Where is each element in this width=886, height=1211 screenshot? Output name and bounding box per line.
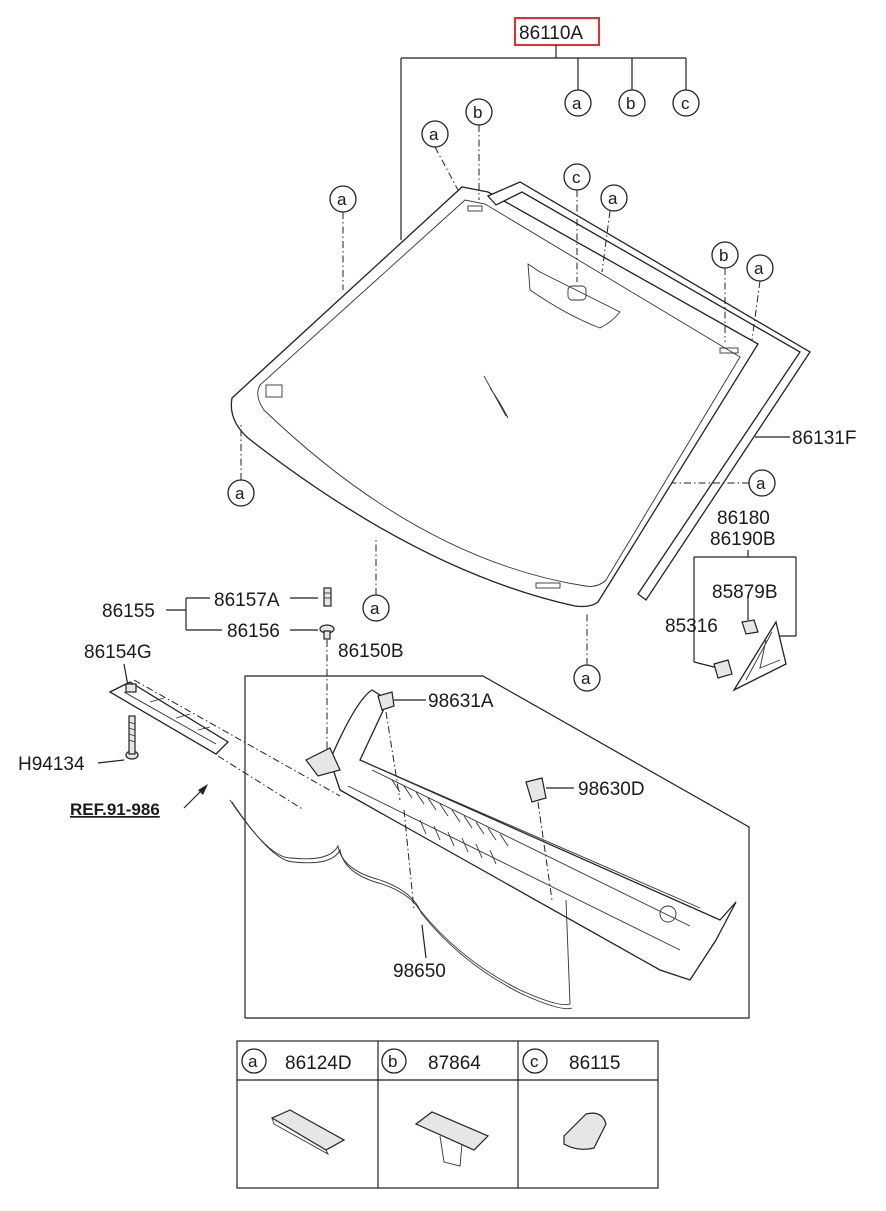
legend-item-b[interactable]: b 87864 — [381, 1048, 490, 1167]
svg-text:a: a — [235, 484, 245, 503]
callout-a-left-upper: a — [329, 185, 357, 290]
callout-a-right-mid: a — [672, 469, 776, 497]
part-number-86190b[interactable]: 86190B — [710, 529, 776, 550]
callout-b-top: b — [618, 89, 646, 117]
part-number-86154g[interactable]: 86154G — [84, 642, 152, 663]
svg-text:c: c — [572, 168, 581, 187]
part-number-85316[interactable]: 85316 — [665, 616, 718, 637]
svg-text:a: a — [581, 669, 591, 688]
svg-text:a: a — [608, 189, 618, 208]
right-group-bracket — [693, 550, 797, 669]
callout-c-top: c — [672, 89, 700, 117]
svg-text:86124D: 86124D — [285, 1053, 352, 1074]
bolt-group-bracket — [166, 597, 318, 631]
callout-b-right: b — [711, 241, 739, 342]
windshield-moulding[interactable] — [486, 181, 811, 601]
svg-text:a: a — [756, 474, 766, 493]
part-number-86157a[interactable]: 86157A — [214, 590, 280, 611]
svg-text:c: c — [681, 94, 690, 113]
svg-text:b: b — [388, 1052, 397, 1071]
svg-text:c: c — [530, 1052, 539, 1071]
svg-text:a: a — [429, 125, 439, 144]
part-number-86110a[interactable]: 86110A — [519, 23, 583, 44]
svg-text:b: b — [473, 103, 482, 122]
nozzle-98631a[interactable] — [377, 691, 395, 711]
screw-86157a[interactable] — [323, 587, 332, 607]
callout-c-center: c — [563, 163, 591, 282]
windshield-glass[interactable] — [230, 186, 759, 608]
svg-text:b: b — [719, 246, 728, 265]
highlight-box — [514, 17, 600, 46]
nozzle-98630d[interactable] — [525, 777, 547, 803]
screw-h94134[interactable] — [125, 715, 139, 760]
ref-arrow-icon — [198, 784, 208, 795]
svg-text:a: a — [754, 259, 764, 278]
cowl-assy-frame — [244, 675, 750, 1019]
part-number-86156[interactable]: 86156 — [227, 621, 280, 642]
callout-a-top-left: a — [421, 120, 459, 191]
svg-text:b: b — [626, 94, 635, 113]
part-number-98631a[interactable]: 98631A — [428, 691, 494, 712]
legend-table — [236, 1040, 659, 1189]
svg-text:a: a — [248, 1052, 258, 1071]
part-number-86131f[interactable]: 86131F — [792, 428, 856, 449]
svg-text:86115: 86115 — [569, 1053, 620, 1074]
ref-link-91-986[interactable]: REF.91-986 — [70, 800, 160, 819]
washer-hose-98650[interactable] — [229, 799, 573, 1010]
svg-text:a: a — [337, 190, 347, 209]
cowl-seal-86154g[interactable] — [108, 681, 230, 755]
part-number-98650[interactable]: 98650 — [393, 961, 446, 982]
assy-bracket-lines — [400, 45, 687, 240]
garnish-86180[interactable] — [732, 620, 787, 692]
legend-item-a[interactable]: a 86124D — [241, 1048, 352, 1156]
callout-b-top-left: b — [465, 98, 493, 200]
callout-a-right-upper: a — [746, 254, 774, 341]
legend-item-c[interactable]: c 86115 — [522, 1048, 620, 1150]
callout-a-top: a — [564, 89, 592, 117]
part-number-86180[interactable]: 86180 — [717, 508, 770, 529]
svg-text:87864: 87864 — [428, 1053, 481, 1074]
callout-a-left-lower: a — [227, 425, 255, 507]
callout-a-bottom-right: a — [573, 612, 601, 692]
callout-a-bottom-center: a — [362, 540, 390, 622]
svg-text:a: a — [370, 599, 380, 618]
clip-85316[interactable] — [713, 659, 733, 679]
part-number-86150b[interactable]: 86150B — [338, 641, 404, 662]
callout-a-center: a — [600, 184, 628, 273]
part-number-h94134[interactable]: H94134 — [18, 754, 85, 775]
clip-85879b[interactable] — [741, 619, 759, 635]
part-number-98630d[interactable]: 98630D — [578, 779, 645, 800]
svg-text:a: a — [572, 94, 582, 113]
cowl-top-cover[interactable] — [305, 689, 737, 981]
part-number-85879b[interactable]: 85879B — [712, 582, 778, 603]
part-number-86155[interactable]: 86155 — [102, 601, 155, 622]
clip-86156[interactable] — [319, 624, 335, 640]
